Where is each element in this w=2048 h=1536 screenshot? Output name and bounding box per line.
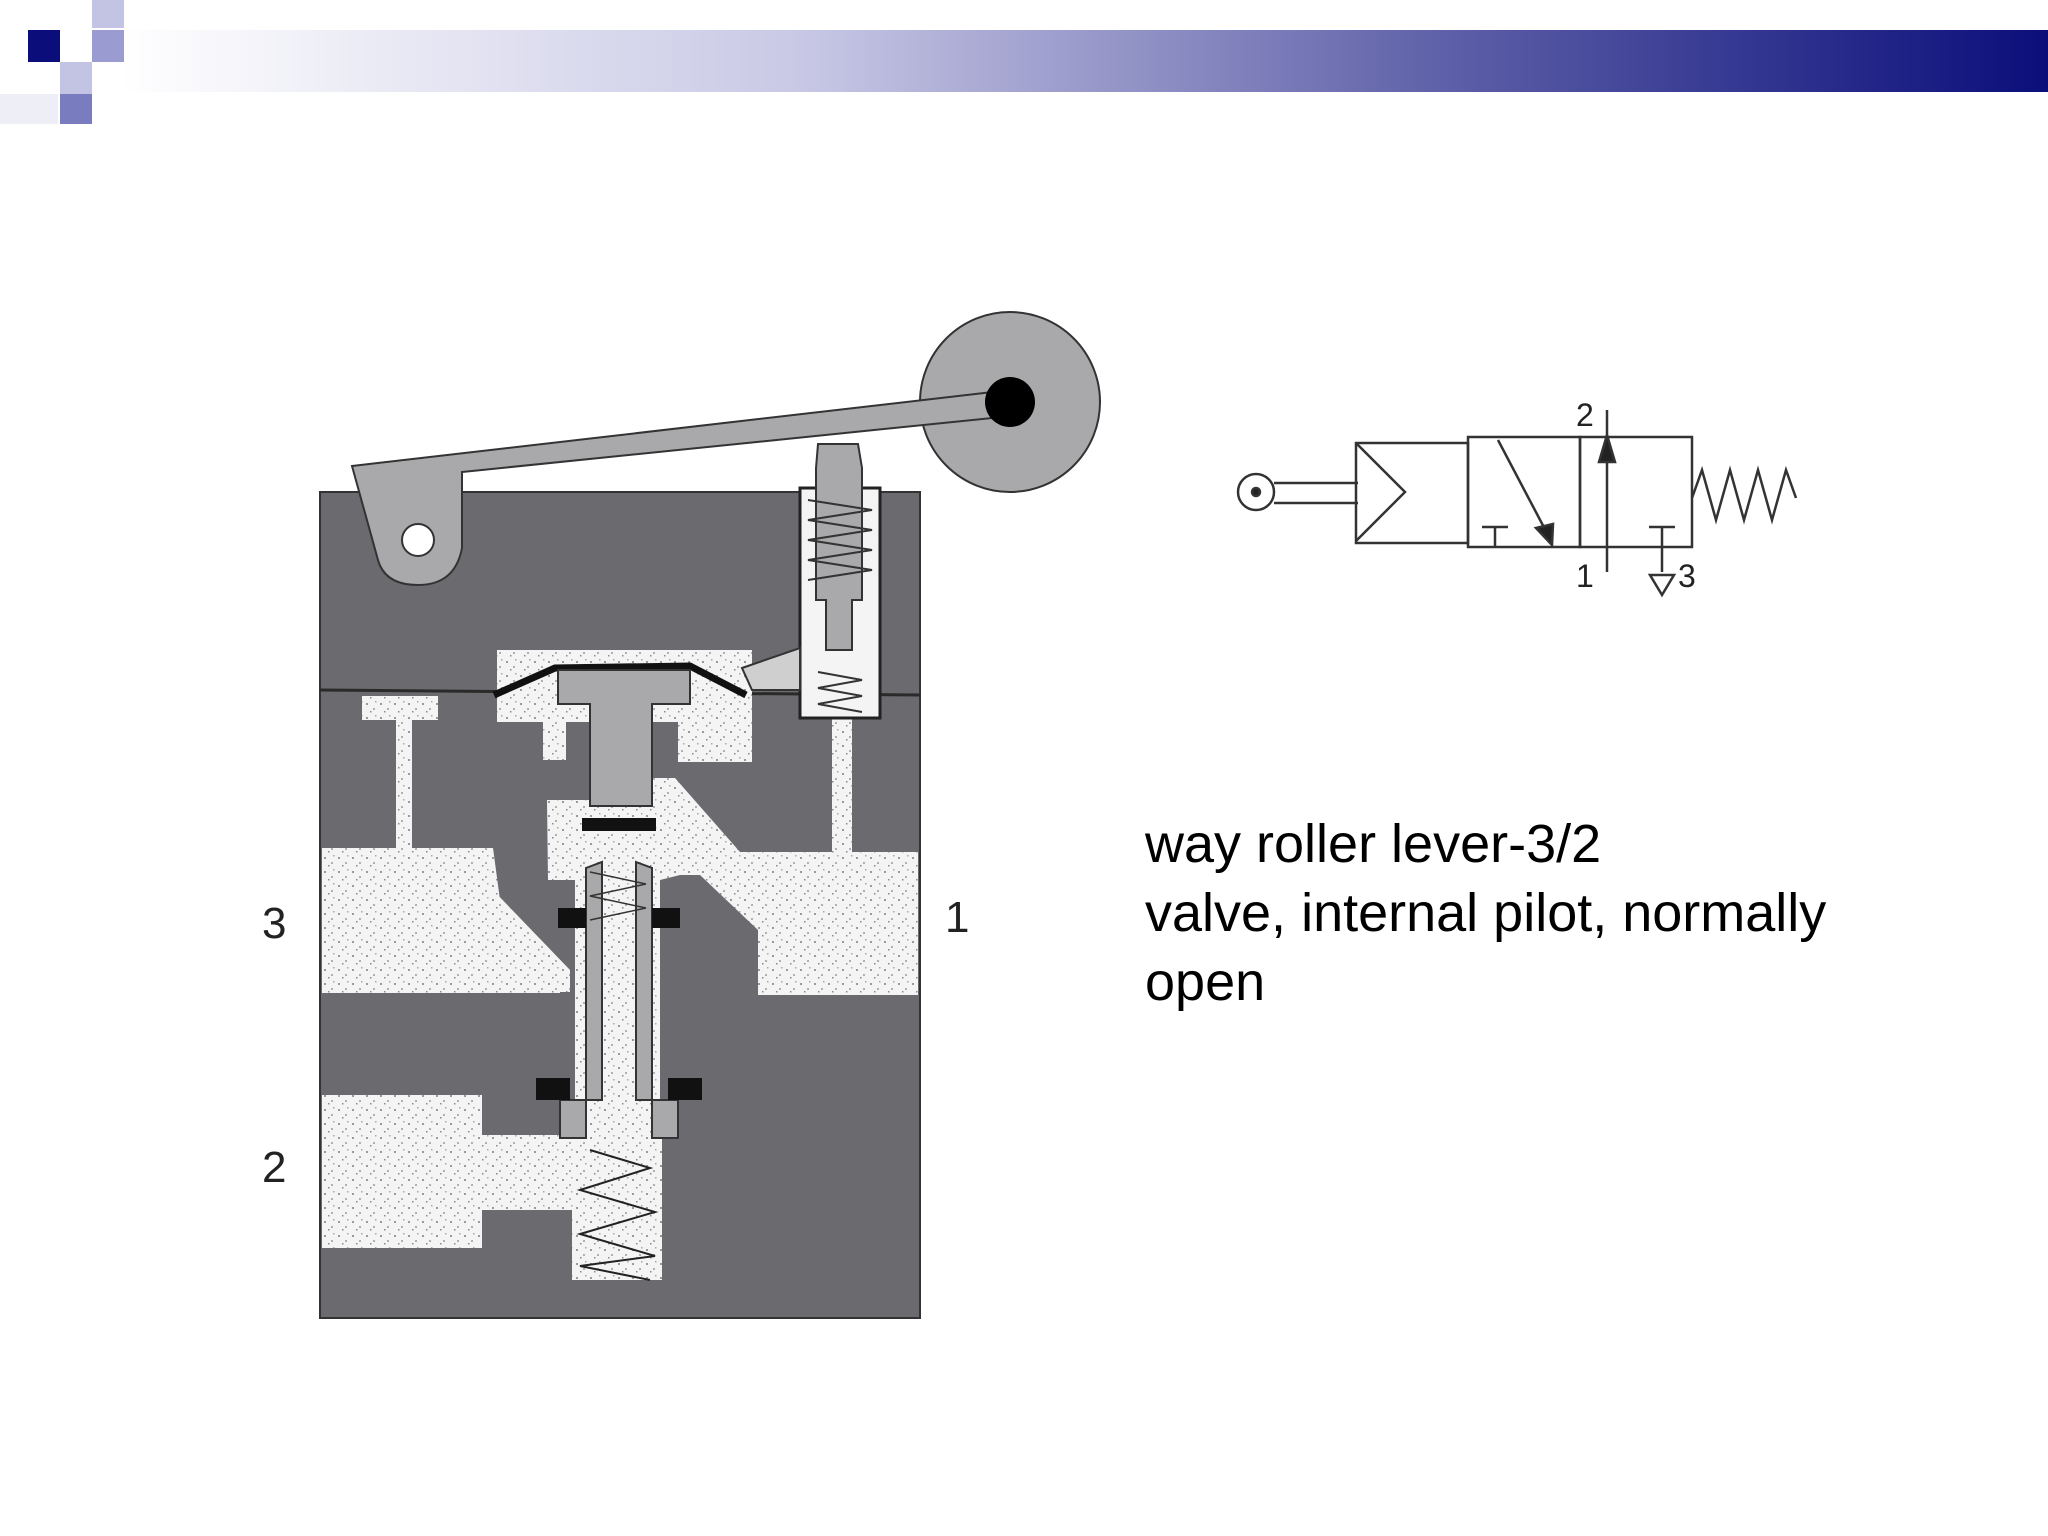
symbol-exhaust-triangle [1647, 573, 1677, 598]
symbol-actuator-chevron [1355, 442, 1407, 542]
port-2-chamber [322, 1095, 662, 1280]
pilot-plunger [815, 443, 863, 651]
symbol-roller-circle [1236, 472, 1276, 512]
header-square [60, 94, 92, 124]
header-square [28, 30, 60, 62]
spool-seal [668, 1078, 702, 1100]
port-3-vent-channel [362, 696, 438, 852]
piston [557, 669, 691, 807]
header-square [92, 0, 124, 28]
header-square [0, 94, 58, 124]
slide-caption: way roller lever-3/2 valve, internal pil… [1145, 810, 1905, 1017]
symbol-port-label-3: 3 [1678, 558, 1696, 594]
spool-seal [536, 1078, 570, 1100]
port-label-2: 2 [262, 1143, 286, 1192]
header-square [60, 62, 92, 94]
valve-symbol [1236, 410, 1798, 598]
spool-seal [652, 908, 680, 928]
pilot-spring [807, 499, 873, 581]
caption-line: valve, internal pilot, normally [1145, 883, 1827, 943]
pilot-channel [740, 646, 801, 691]
symbol-flow-arrowhead [1533, 522, 1555, 549]
return-spring [576, 1149, 659, 1281]
slide-header-decoration [0, 0, 2048, 124]
caption-line: open [1145, 952, 1266, 1012]
port-3-passage [322, 848, 560, 993]
header-gradient-bar [120, 30, 2048, 92]
pilot-supply-channel [832, 718, 852, 852]
diaphragm [492, 662, 748, 699]
lever-pivot-hole [401, 523, 435, 557]
piston-seal [582, 818, 656, 831]
symbol-spring [1690, 465, 1798, 525]
valve-section-view: 3 1 2 [262, 311, 1101, 1319]
symbol-flow-arrow [1496, 439, 1550, 536]
symbol-actuator-box [1354, 441, 1470, 545]
header-square [92, 30, 124, 62]
symbol-pass-arrowhead [1597, 430, 1617, 464]
spool-seal [558, 908, 586, 928]
symbol-port-label-2: 2 [1576, 397, 1594, 433]
pilot-seat-spring [817, 671, 863, 713]
symbol-port-label-1: 1 [1576, 558, 1594, 594]
roller-axle [985, 377, 1035, 427]
port-1-passage [720, 852, 918, 990]
symbol-position-box [1578, 435, 1694, 549]
port-label-3: 3 [262, 899, 286, 948]
port-label-1: 1 [945, 893, 969, 942]
spool-right [635, 860, 679, 1139]
caption-line: way roller lever-3/2 [1145, 814, 1602, 874]
symbol-roller-center [1250, 486, 1262, 498]
upper-spring [589, 871, 647, 921]
roller-lever-arm [350, 388, 1014, 587]
